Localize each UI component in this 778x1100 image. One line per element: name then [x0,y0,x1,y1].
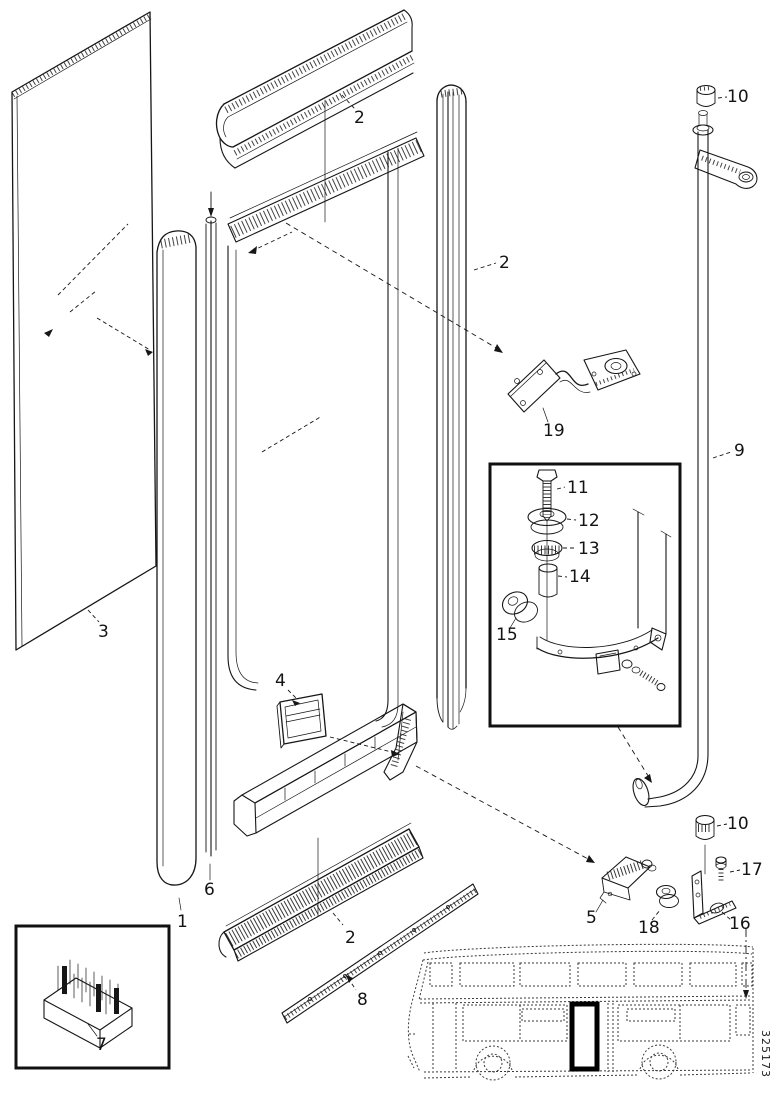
roller-bushing-15 [501,591,538,623]
arrowhead-icon [644,774,652,783]
part-label-10-top[interactable]: 10 [727,87,749,107]
bottom-rail-2: 2 [218,822,424,962]
part-label-7[interactable]: 7 [96,1035,107,1055]
pivot-bracket-16: 16 [691,870,751,934]
highlighted-door [569,1001,600,1072]
arrowhead-icon [586,855,595,863]
drawing-number: 325173 [759,1030,772,1078]
brush-block-inset-7: 7 [14,924,171,1070]
part-label-17[interactable]: 17 [741,860,763,880]
bushing-18: 18 [638,884,679,938]
pivot-arm [536,627,667,691]
bus-rear-wheel [641,1044,677,1080]
arrow-down-icon [208,208,214,217]
part-label-14[interactable]: 14 [569,567,591,587]
pivot-rod-9: 10 9 10 [632,84,758,875]
part-label-11[interactable]: 11 [567,478,589,498]
arrowhead-icon [248,246,257,254]
part-label-4[interactable]: 4 [275,671,286,691]
arrowhead-icon [145,349,153,356]
part-label-6[interactable]: 6 [204,880,215,900]
part-label-13[interactable]: 13 [578,539,600,559]
part-label-15[interactable]: 15 [496,625,518,645]
part-label-2-top[interactable]: 2 [354,108,365,128]
part-label-3[interactable]: 3 [98,622,109,642]
door-frame [227,99,425,728]
part-label-16[interactable]: 16 [729,914,751,934]
seal-strip-6: 6 [204,191,217,900]
arrowhead-icon [292,700,300,706]
end-cap-10-top [696,84,716,107]
part-label-8[interactable]: 8 [357,990,368,1010]
arrowhead-icon [494,344,503,353]
part-label-19[interactable]: 19 [543,421,565,441]
door-handle-4: 4 [275,671,400,757]
detail-inset-box: 11 12 13 14 15 [488,462,682,783]
part-label-18[interactable]: 18 [638,918,660,938]
knurled-nut-13 [531,539,563,562]
bus-reference-sketch [407,943,754,1081]
part-label-10-bottom[interactable]: 10 [727,814,749,834]
door-bottom-sill [233,703,418,917]
lower-bracket-5: 5 [415,765,657,928]
arrowhead-icon [44,329,53,337]
flanged-washer-12 [527,507,567,535]
part-label-12[interactable]: 12 [578,511,600,531]
brush-pin [114,988,119,1014]
spacer-sleeve-14 [538,563,558,598]
right-rail-2: 2 [436,84,510,730]
part-label-2-right[interactable]: 2 [499,253,510,273]
part-label-9[interactable]: 9 [734,441,745,461]
brush-pin [62,966,67,994]
end-cap-10-bottom [695,814,715,840]
pin-17: 17 [715,856,763,883]
brush-pin [96,984,101,1012]
threshold-strip-8: 8 [281,883,479,1024]
part-label-2-bottom[interactable]: 2 [345,928,356,948]
bus-front-wheel [475,1045,511,1081]
part-label-1[interactable]: 1 [177,912,188,932]
arrow-down-icon [743,990,749,999]
part-label-5[interactable]: 5 [586,908,597,928]
pillar-post-1: 1 [156,230,197,932]
arrowhead-icon [346,975,353,983]
glass-panel: 3 [11,11,157,651]
top-channel-rail-2: 2 [215,9,415,169]
guide-bracket-19: 19 [285,222,641,441]
